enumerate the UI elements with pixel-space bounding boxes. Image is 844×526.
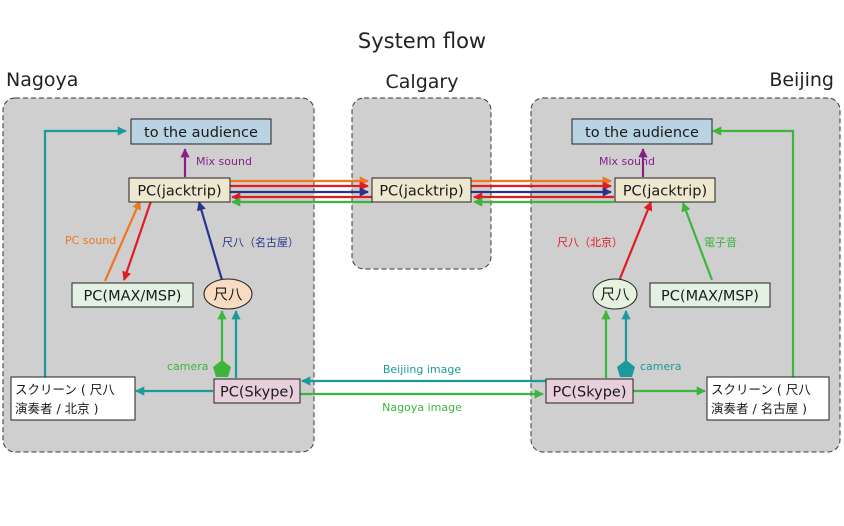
label-nagoya-pc-sound: PC sound bbox=[65, 234, 116, 247]
node-beijing-audience bbox=[571, 118, 713, 145]
node-nagoya-maxmsp-label: PC(MAX/MSP) bbox=[84, 289, 182, 305]
node-beijing-jacktrip bbox=[614, 177, 716, 203]
node-calgary-jacktrip-label: PC(jacktrip) bbox=[379, 184, 463, 200]
node-beijing-skype-label: PC(Skype) bbox=[553, 385, 627, 401]
site-label-beijing: Beijing bbox=[769, 69, 834, 91]
camera-icon bbox=[617, 360, 635, 377]
arrow-beijing-screen-to-audience bbox=[712, 126, 795, 377]
node-nagoya-screen-line2: 演奏者 / 北京 ) bbox=[15, 401, 99, 416]
node-calgary-jacktrip bbox=[371, 177, 472, 203]
node-nagoya-jacktrip bbox=[128, 177, 231, 203]
arrow-nagoya-pc-sound bbox=[103, 200, 142, 282]
node-nagoya-skype bbox=[213, 378, 301, 404]
node-nagoya-jacktrip-label: PC(jacktrip) bbox=[137, 184, 221, 200]
site-label-nagoya: Nagoya bbox=[6, 69, 78, 91]
label-beijing-electronic-sound: 電子音 bbox=[704, 235, 737, 249]
node-beijing-maxmsp-label: PC(MAX/MSP) bbox=[661, 289, 759, 305]
label-nagoya-camera: camera bbox=[167, 360, 209, 373]
node-beijing-shakuhachi bbox=[592, 278, 638, 310]
node-nagoya-screen-line1: スクリーン ( 尺八 bbox=[15, 382, 115, 397]
arrow-beijing-shakuhachi-sound bbox=[617, 201, 653, 282]
node-nagoya-maxmsp bbox=[71, 282, 194, 308]
arrow-beijing-electronic-sound bbox=[681, 202, 714, 281]
page-title: System flow bbox=[358, 29, 486, 53]
node-nagoya-shakuhachi bbox=[203, 278, 253, 310]
node-beijing-screen bbox=[706, 376, 830, 421]
label-beijing-mix-sound: Mix sound bbox=[599, 155, 655, 168]
label-nagoya-mix-sound: Mix sound bbox=[196, 155, 252, 168]
node-beijing-maxmsp bbox=[649, 282, 771, 308]
arrow-nagoya-red-to-max bbox=[122, 200, 153, 281]
node-beijing-screen-line2: 演奏者 / 名古屋 ) bbox=[711, 401, 807, 416]
node-nagoya-screen bbox=[10, 376, 136, 421]
node-beijing-skype bbox=[545, 378, 634, 404]
node-beijing-audience-label: to the audience bbox=[585, 125, 699, 141]
node-nagoya-audience-label: to the audience bbox=[144, 125, 258, 141]
label-nagoya-image: Nagoya image bbox=[382, 401, 462, 414]
label-beijing-shakuhachi-sound: 尺八（北京） bbox=[557, 235, 623, 249]
node-beijing-jacktrip-label: PC(jacktrip) bbox=[623, 184, 707, 200]
label-nagoya-shakuhachi-sound: 尺八（名古屋） bbox=[222, 235, 299, 249]
node-nagoya-skype-label: PC(Skype) bbox=[220, 385, 294, 401]
arrow-nagoya-shakuhachi-sound bbox=[196, 201, 224, 281]
node-nagoya-shakuhachi-label: 尺八 bbox=[214, 287, 243, 304]
label-beijing-camera: camera bbox=[640, 360, 682, 373]
camera-icon bbox=[213, 360, 231, 377]
node-beijing-shakuhachi-label: 尺八 bbox=[601, 287, 630, 304]
node-beijing-screen-line1: スクリーン ( 尺八 bbox=[711, 382, 811, 397]
label-beijing-image: Beijiing image bbox=[383, 363, 461, 376]
arrow-nagoya-screen-to-audience bbox=[43, 126, 127, 379]
node-nagoya-audience bbox=[130, 118, 272, 145]
site-label-calgary: Calgary bbox=[386, 71, 459, 93]
